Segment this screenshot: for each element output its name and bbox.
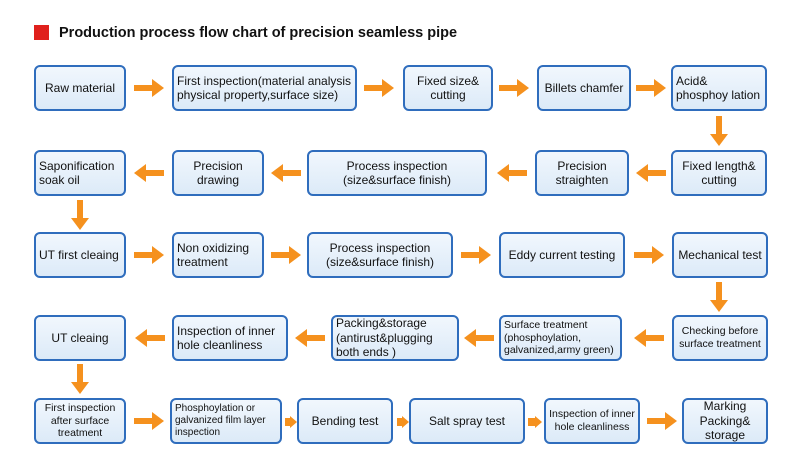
step-label: Raw material [44, 80, 116, 95]
arrow-left-icon [634, 329, 664, 347]
step-label: Fixed size& cutting [416, 73, 480, 102]
step-billets-chamfer: Billets chamfer [537, 65, 631, 111]
chart-title-text: Production process flow chart of precisi… [59, 25, 458, 41]
arrow-right-icon [499, 79, 529, 97]
step-fixed-size-cutting: Fixed size& cutting [403, 65, 493, 111]
arrow-right-icon [397, 416, 409, 428]
step-precision-straighten: Precision straighten [535, 150, 629, 196]
arrow-left-icon [636, 164, 666, 182]
arrow-right-icon [364, 79, 394, 97]
step-label: Precision straighten [555, 158, 609, 187]
step-label: Billets chamfer [544, 80, 624, 95]
arrow-left-icon [271, 164, 301, 182]
arrow-left-icon [135, 329, 165, 347]
arrow-right-icon [636, 79, 666, 97]
arrow-right-icon [528, 416, 542, 428]
step-label: Checking before surface treatment [679, 325, 761, 350]
arrow-down-icon [710, 282, 728, 312]
arrow-left-icon [134, 164, 164, 182]
step-label: First inspection(material analysis physi… [177, 73, 352, 102]
step-label: Eddy current testing [508, 247, 616, 262]
step-label: Marking Packing& storage [699, 399, 751, 443]
arrow-left-icon [464, 329, 494, 347]
step-label: Process inspection (size&surface finish) [342, 158, 452, 187]
step-label: Inspection of inner hole cleanliness [549, 408, 635, 433]
step-first-inspection-after: First inspection after surface treatment [34, 398, 126, 444]
step-packing-storage-1: Packing&storage (antirust&plugging both … [331, 315, 459, 361]
step-ut-cleaing: UT cleaing [34, 315, 126, 361]
step-raw-material: Raw material [34, 65, 126, 111]
step-saponification: Saponification soak oil [34, 150, 126, 196]
step-mechanical-test: Mechanical test [672, 232, 768, 278]
step-acid-phosphoylation: Acid& phosphoy lation [671, 65, 767, 111]
step-bending-test: Bending test [297, 398, 393, 444]
arrow-down-icon [71, 364, 89, 394]
arrow-down-icon [71, 200, 89, 230]
arrow-right-icon [461, 246, 491, 264]
step-surface-treatment: Surface treatment (phosphoylation, galva… [499, 315, 622, 361]
step-label: Non oxidizing treatment [177, 240, 250, 269]
step-checking-before: Checking before surface treatment [672, 315, 768, 361]
step-precision-drawing: Precision drawing [172, 150, 264, 196]
arrow-right-icon [634, 246, 664, 264]
step-label: Fixed length& cutting [682, 158, 756, 187]
arrow-left-icon [295, 329, 325, 347]
step-label: Salt spray test [428, 413, 506, 428]
step-salt-spray: Salt spray test [409, 398, 525, 444]
step-label: Phosphoylation or galvanized film layer … [175, 403, 266, 438]
red-square-icon [34, 25, 49, 40]
step-inner-hole-2: Inspection of inner hole cleanliness [544, 398, 640, 444]
step-label: UT cleaing [51, 330, 109, 345]
step-label: Acid& phosphoy lation [676, 73, 761, 102]
step-ut-first-cleaing: UT first cleaing [34, 232, 126, 278]
step-process-inspection-2: Process inspection (size&surface finish) [307, 232, 453, 278]
step-label: Inspection of inner hole cleanliness [177, 323, 276, 352]
step-label: Mechanical test [678, 247, 762, 262]
arrow-right-icon [134, 246, 164, 264]
step-inner-hole-1: Inspection of inner hole cleanliness [172, 315, 288, 361]
arrow-right-icon [285, 416, 297, 428]
step-non-oxidizing: Non oxidizing treatment [172, 232, 264, 278]
arrow-right-icon [271, 246, 301, 264]
step-eddy-current: Eddy current testing [499, 232, 625, 278]
step-label: Precision drawing [193, 158, 243, 187]
step-label: Saponification soak oil [39, 158, 115, 187]
step-label: Bending test [311, 413, 379, 428]
step-label: First inspection after surface treatment [44, 402, 116, 440]
step-label: Process inspection (size&surface finish) [325, 240, 435, 269]
step-marking-packing: Marking Packing& storage [682, 398, 768, 444]
step-label: Surface treatment (phosphoylation, galva… [504, 319, 614, 357]
step-label: UT first cleaing [39, 247, 119, 262]
step-process-inspection-1: Process inspection (size&surface finish) [307, 150, 487, 196]
arrow-right-icon [647, 412, 677, 430]
arrow-right-icon [134, 412, 164, 430]
step-label: Packing&storage (antirust&plugging both … [336, 316, 433, 360]
step-phosphoylation-inspection: Phosphoylation or galvanized film layer … [170, 398, 282, 444]
arrow-right-icon [134, 79, 164, 97]
step-first-inspection: First inspection(material analysis physi… [172, 65, 357, 111]
arrow-left-icon [497, 164, 527, 182]
arrow-down-icon [710, 116, 728, 146]
step-fixed-length-cutting: Fixed length& cutting [671, 150, 767, 196]
